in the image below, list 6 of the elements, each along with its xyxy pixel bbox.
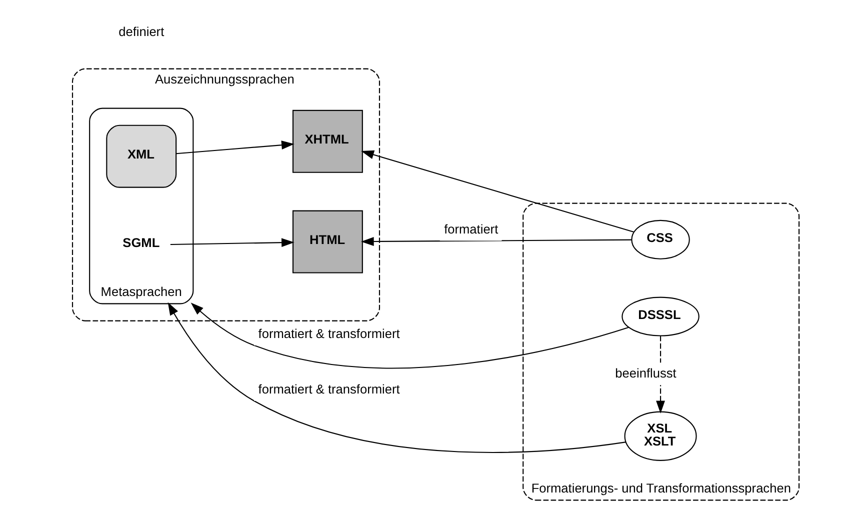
label: definiert <box>118 23 164 38</box>
edge-label: beeinflusst <box>615 365 676 380</box>
node-text: SGML <box>122 234 160 250</box>
edge-label: formatiert <box>444 220 498 236</box>
edge-label: formatiert & transformiert <box>258 325 400 340</box>
edge-label: formatiert & transformiert <box>258 381 400 396</box>
